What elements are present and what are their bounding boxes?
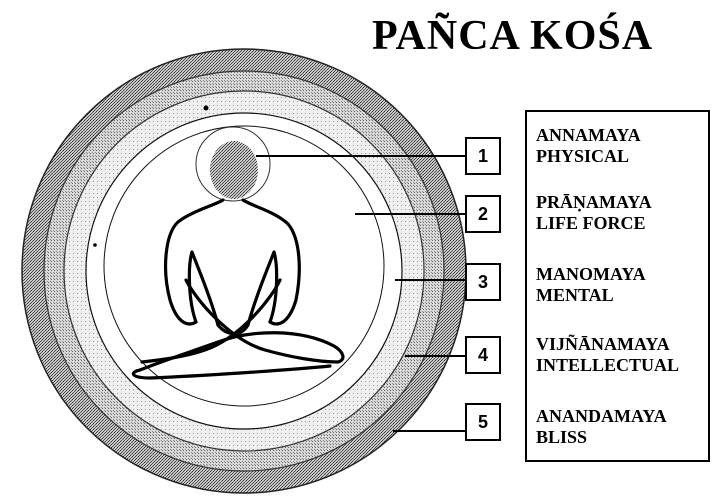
layer-meaning: MENTAL bbox=[536, 285, 646, 306]
layers-legend: ANNAMAYA PHYSICAL PRĀṆAMAYA LIFE FORCE M… bbox=[525, 110, 710, 462]
legend-entry-anandamaya: ANANDAMAYA BLISS bbox=[536, 406, 667, 448]
layer-number-2: 2 bbox=[465, 195, 501, 233]
layer-number-3: 3 bbox=[465, 263, 501, 301]
layer-meaning: INTELLECTUAL bbox=[536, 355, 679, 376]
figure-head bbox=[210, 141, 258, 199]
layer-meaning: BLISS bbox=[536, 427, 667, 448]
diagram-title: PAÑCA KOŚA bbox=[372, 12, 653, 60]
legend-entry-pranamaya: PRĀṆAMAYA LIFE FORCE bbox=[536, 192, 652, 234]
layer-name: PRĀṆAMAYA bbox=[536, 192, 652, 213]
legend-entry-annamaya: ANNAMAYA PHYSICAL bbox=[536, 125, 641, 167]
layer-number-1: 1 bbox=[465, 137, 501, 175]
layer-number-4: 4 bbox=[465, 336, 501, 374]
layer-number-5: 5 bbox=[465, 403, 501, 441]
layer-name: ANNAMAYA bbox=[536, 125, 641, 146]
legend-entry-manomaya: MANOMAYA MENTAL bbox=[536, 264, 646, 306]
layer-name: VIJÑĀNAMAYA bbox=[536, 334, 679, 355]
layer-name: MANOMAYA bbox=[536, 264, 646, 285]
layer-meaning: LIFE FORCE bbox=[536, 213, 652, 234]
layer-name: ANANDAMAYA bbox=[536, 406, 667, 427]
layer-meaning: PHYSICAL bbox=[536, 146, 641, 167]
legend-entry-vijnanamaya: VIJÑĀNAMAYA INTELLECTUAL bbox=[536, 334, 679, 376]
